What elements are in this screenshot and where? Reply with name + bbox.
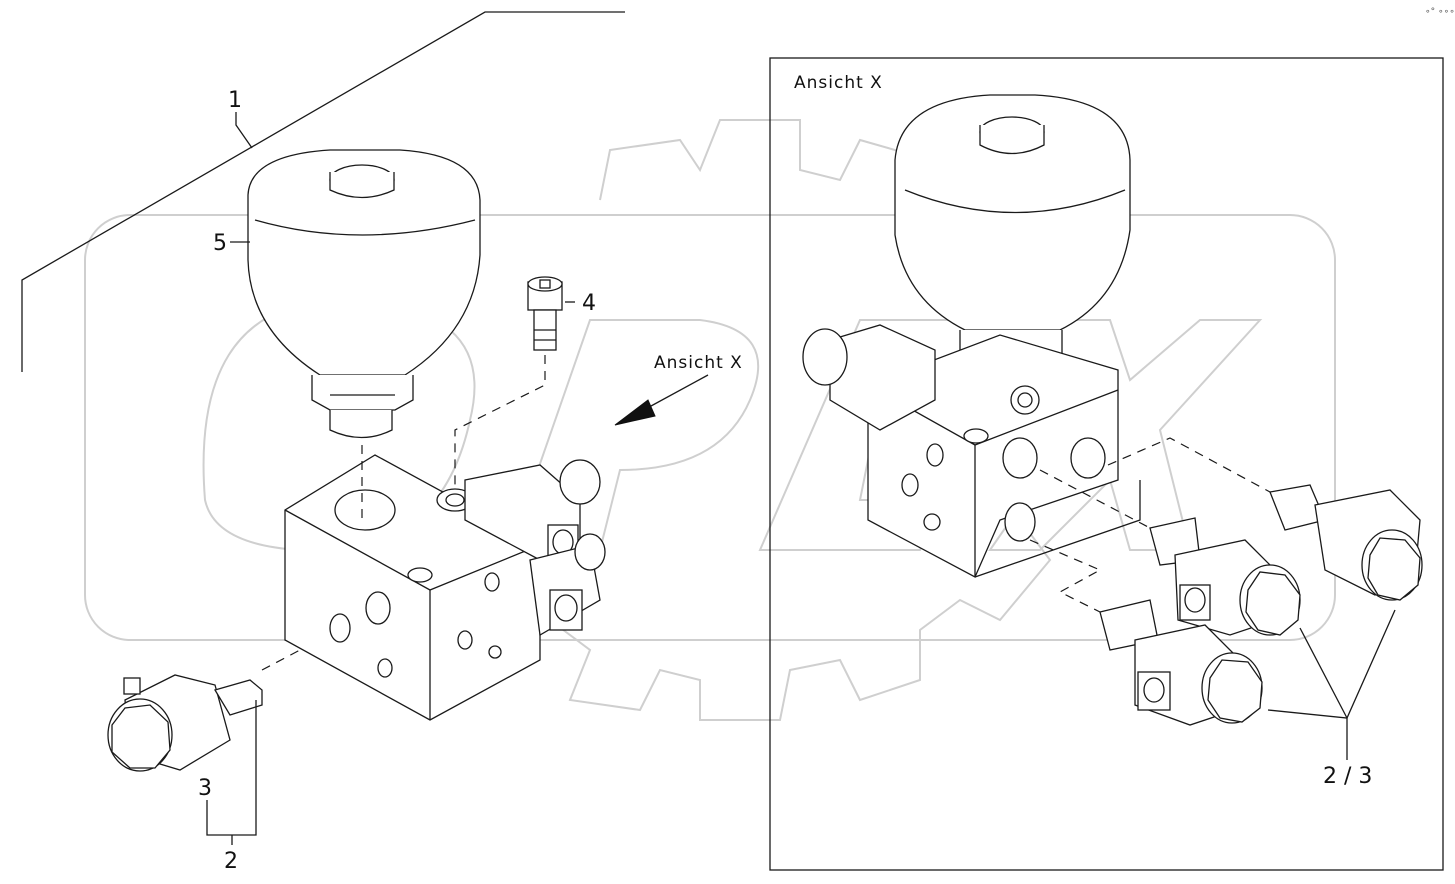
label-item-3: 3 [198, 776, 212, 801]
detail-solenoid-valve-top [1269, 484, 1423, 601]
detail-assembly-line-top [1107, 437, 1271, 493]
detail-solenoid-valve-bottom [1099, 599, 1263, 726]
label-items-2-3: 2 / 3 [1323, 764, 1372, 789]
corner-mark: ∘° ∘∘∘ [1425, 7, 1455, 17]
solenoid-valve-loose [107, 674, 263, 772]
detail-solenoid-attached [802, 324, 936, 431]
detail-view-frame [769, 57, 1444, 871]
solenoid-valve-lower [529, 533, 606, 637]
detail-leader-2-3-mid [1299, 627, 1348, 719]
accumulator [247, 149, 481, 439]
label-item-4: 4 [582, 291, 596, 316]
detail-view-title: Ansicht X [794, 73, 883, 93]
view-arrow [614, 374, 709, 426]
detail-assembly-line-middle [1039, 469, 1151, 529]
label-item-1: 1 [228, 88, 242, 113]
leader-item-1 [235, 112, 253, 149]
view-arrow-label: Ansicht X [654, 353, 743, 373]
label-item-2: 2 [224, 849, 238, 874]
assembly-bracket-line [21, 11, 625, 372]
detail-accumulator [894, 94, 1131, 369]
detail-assembly-line-bottom [1029, 539, 1102, 613]
assembly-line-loose-valve [261, 649, 301, 671]
detail-solenoid-valve-middle [1149, 517, 1301, 636]
check-valve-cartridge [527, 276, 563, 351]
label-item-5: 5 [213, 231, 227, 256]
assembly-line-cartridge [454, 355, 546, 490]
